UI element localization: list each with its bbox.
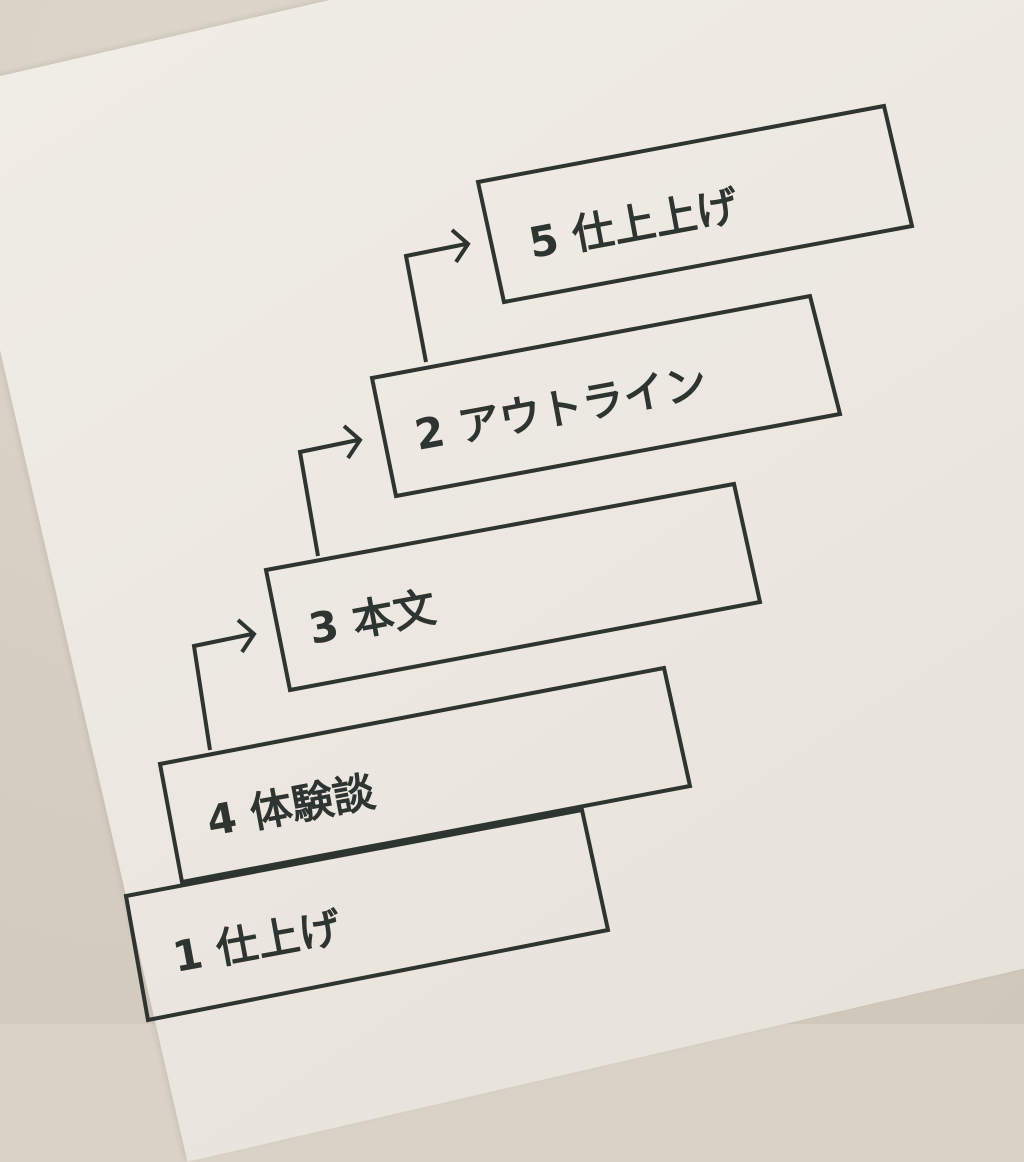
step-5-box: 5 仕上上げ [475,103,915,305]
arrow-4-to-3 [191,618,257,751]
arrow-right-icon [342,424,363,460]
step-4-box: 4 体験談 [157,665,693,885]
arrow-3-to-2 [297,424,363,557]
step-2-box: 2 アウトライン [369,293,843,499]
step-5-label: 5 仕上上げ [525,181,742,268]
step-4-label: 4 体験談 [203,767,379,846]
arrow-right-icon [236,618,257,654]
step-3-box: 3 本文 [263,481,763,693]
staircase-diagram: 5 仕上上げ 2 アウトライン 3 本文 4 体験談 1 仕上げ [123,103,915,1023]
step-1-box: 1 仕上げ [123,807,611,1023]
step-1-label: 1 仕上げ [169,903,345,982]
step-3-label: 3 本文 [305,582,440,653]
arrow-2-to-5 [403,228,471,363]
arrow-right-icon [450,228,471,264]
